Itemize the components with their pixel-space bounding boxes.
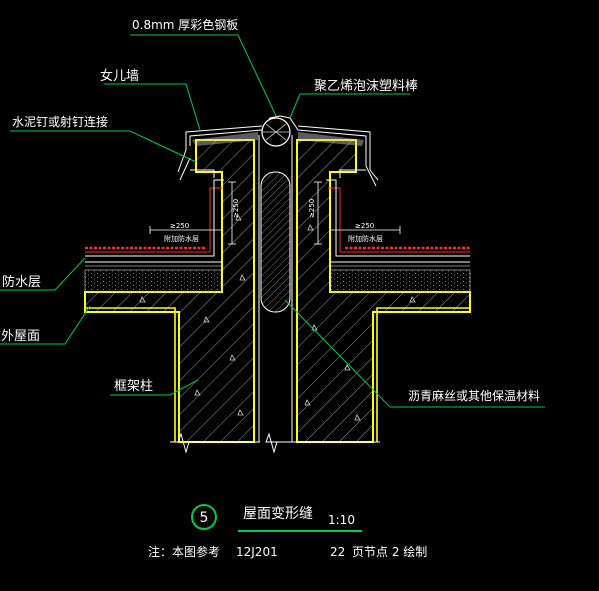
steel-cover [177,115,379,187]
joint-filler [260,171,291,313]
label-filler: 沥青麻丝或其他保温材料 [408,388,540,403]
detail-scale: 1:10 [328,513,355,527]
label-roof-outside: 室外屋面 [0,328,40,344]
right-concrete-inner-edge [376,307,470,442]
left-concrete-inner-edge [85,307,176,442]
left-concrete [84,139,255,443]
left-roof-layers [84,179,224,293]
note-suffix: 页节点 2 绘制 [352,544,427,559]
right-aggregate [304,224,416,421]
foam-rod [261,117,291,147]
dim-ext-right: ≥250 [355,222,374,230]
label-pe-foam-rod: 聚乙烯泡沫塑料棒 [314,79,418,94]
leader-lines [0,34,545,408]
dim-ext-left: ≥250 [170,222,189,230]
dim-extra-right: 附加防水层 [348,234,383,243]
left-aggregate [139,214,246,416]
detail-number-circle [191,504,217,530]
dimension-lines [149,181,401,245]
detail-title: 屋面变形缝 [243,506,313,522]
note-ref: 12J201 [236,545,278,559]
label-nail: 水泥钉或射钉连接 [12,114,108,129]
note-page: 22 [330,545,345,559]
detail-number: 5 [200,510,209,526]
sealant-fill [192,132,364,146]
left-structure [84,139,255,443]
label-frame-column: 框架柱 [114,379,153,394]
right-roof-layers [326,179,471,293]
label-waterproof-layer: 防水层 [2,274,41,290]
label-parapet: 女儿墙 [100,68,139,84]
dim-up-right: ≥250 [308,199,316,218]
note: 注：本图参考 12J201 22 页节点 2 绘制 [148,544,427,559]
note-prefix: 注：本图参考 [148,544,220,559]
dim-extra-left: 附加防水层 [164,234,199,243]
joint-gap [170,135,380,454]
label-steel-plate: 0.8mm 厚彩色钢板 [132,18,238,32]
dim-up-left: ≥250 [232,199,240,218]
title-block: 5 屋面变形缝 1:10 [191,504,362,532]
